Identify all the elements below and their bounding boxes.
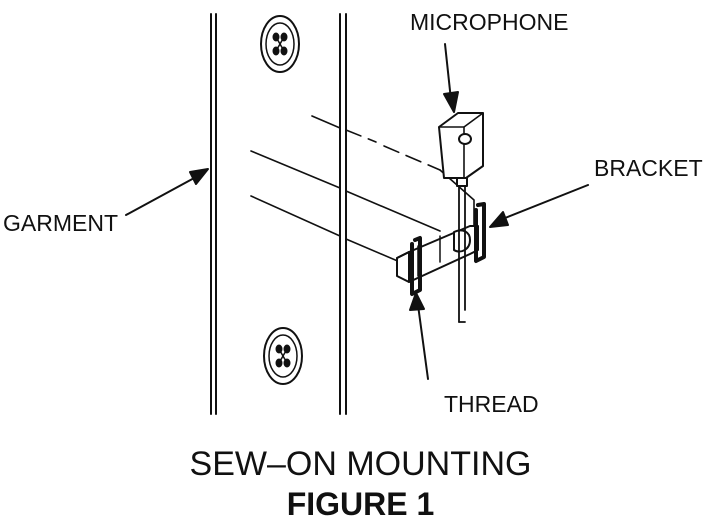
top-button [260,15,300,73]
microphone-arrowhead [443,91,459,113]
thread-loops [410,202,486,296]
figure-number: FIGURE 1 [286,486,435,522]
thread-arrowhead [409,292,425,311]
microphone-leader [444,43,452,101]
garment-placket [210,13,347,415]
garment-leader [125,176,197,216]
microphone [438,112,484,323]
bracket-arrowhead [489,211,509,228]
microphone-label: MICROPHONE [410,9,569,35]
projection-lines [250,115,441,263]
thread-label: THREAD [444,391,539,417]
garment-label: GARMENT [3,210,118,236]
bracket-leader [499,184,589,221]
caption-title: SEW–ON MOUNTING [189,445,532,483]
garment-arrowhead [189,168,209,185]
bottom-button [263,327,303,385]
callout-arrows [125,43,589,380]
thread-leader [417,304,429,380]
bracket-label: BRACKET [594,155,703,181]
